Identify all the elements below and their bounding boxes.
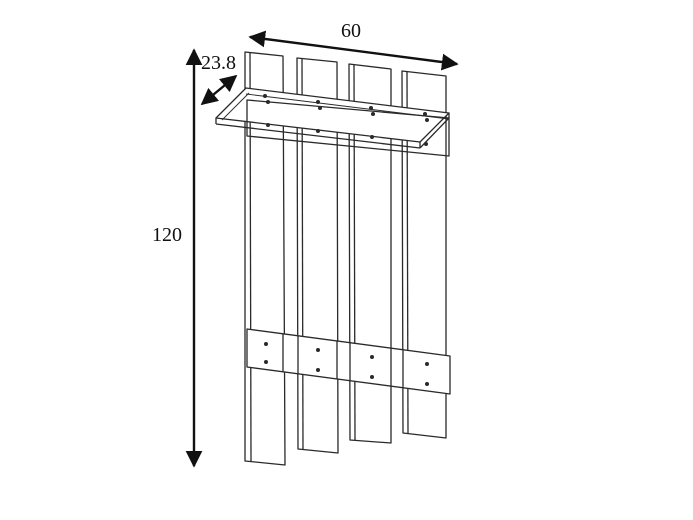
dimension-arrows: [185, 30, 459, 468]
depth-dimension-arrow: [200, 74, 238, 106]
top-shelf: [215, 87, 450, 149]
depth-dimension-label: 23.8: [201, 52, 236, 74]
height-dimension-label: 120: [152, 224, 182, 246]
width-dimension-label: 60: [341, 20, 361, 42]
width-dimension-arrow: [248, 30, 459, 71]
coat-rack: [215, 51, 451, 466]
rear-rail: [246, 99, 450, 157]
screws: [263, 94, 429, 386]
lower-crossbar: [246, 328, 451, 395]
